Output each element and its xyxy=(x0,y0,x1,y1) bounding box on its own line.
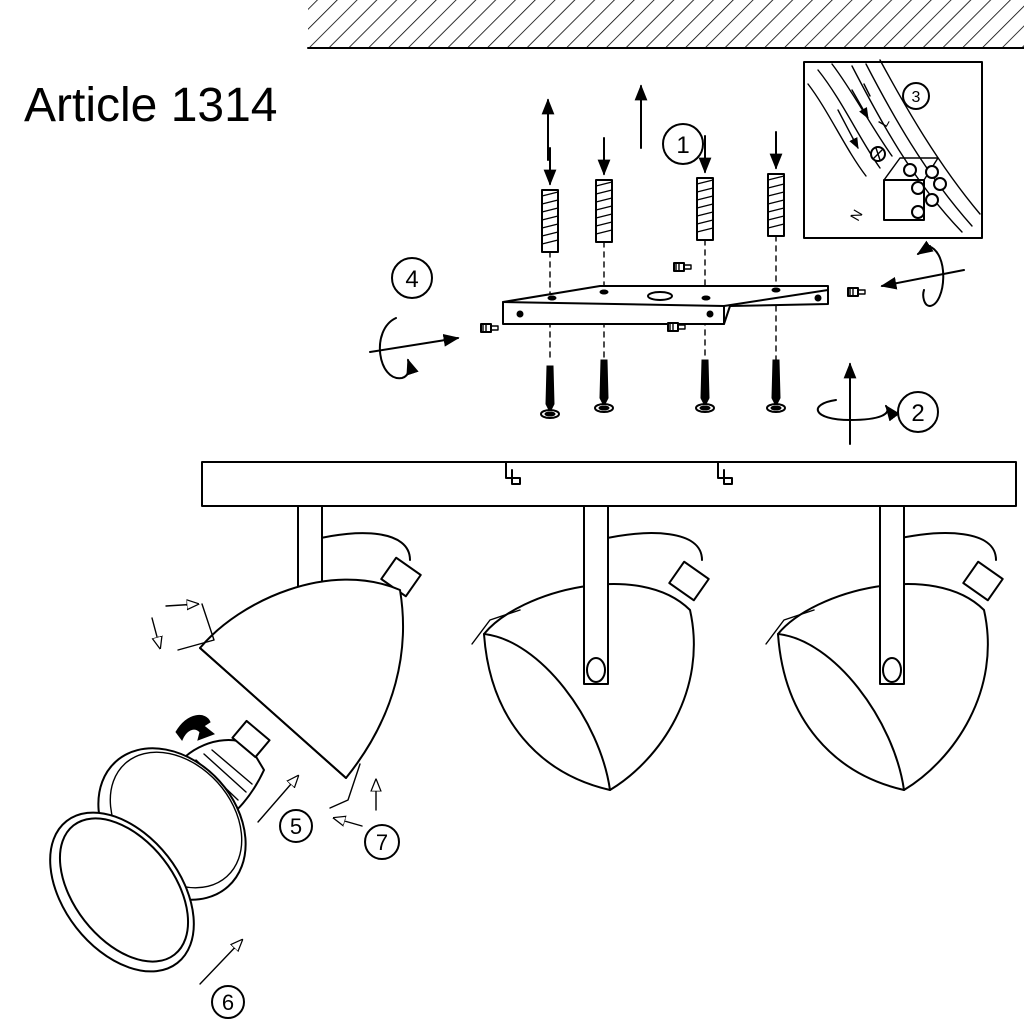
step-7-number: 7 xyxy=(376,830,388,855)
wiring-inset: L N xyxy=(803,59,983,239)
spot-1-exploded xyxy=(177,505,422,809)
step-3-rotate-arrows xyxy=(880,240,965,307)
step-4-rotate-arrows xyxy=(369,317,460,380)
spot-3 xyxy=(765,505,1004,791)
spot-2 xyxy=(471,505,710,791)
step-3-number: 3 xyxy=(912,89,921,106)
step-5-callout: 5 xyxy=(279,809,313,843)
step-5-number: 5 xyxy=(290,814,302,839)
track-body xyxy=(201,461,1017,507)
step-2-number: 2 xyxy=(911,400,924,427)
ceiling xyxy=(307,0,1024,49)
step-7-callout: 7 xyxy=(364,824,400,860)
step-4-number: 4 xyxy=(405,266,418,293)
article-title: Article 1314 xyxy=(24,79,278,132)
insertion-arrows xyxy=(152,604,376,985)
front-ring xyxy=(49,811,195,973)
step-2-callout: 2 xyxy=(897,391,939,433)
step-6-callout: 6 xyxy=(211,985,245,1019)
mounting-bracket xyxy=(502,285,829,325)
step-2-arrows xyxy=(816,362,900,445)
long-screws xyxy=(540,359,786,419)
step-6-number: 6 xyxy=(222,990,234,1015)
step-1-callout: 1 xyxy=(662,123,704,165)
gu10-lamp xyxy=(175,714,271,821)
step-4-callout: 4 xyxy=(391,257,433,299)
step-3-callout: 3 xyxy=(902,82,930,110)
step-1-number: 1 xyxy=(676,132,689,159)
